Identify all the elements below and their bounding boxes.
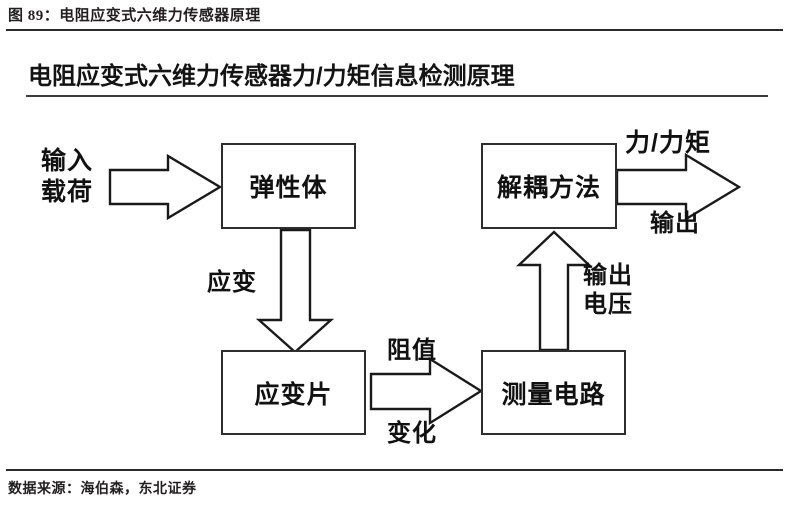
- heading-divider: [26, 95, 768, 97]
- figure-heading: 电阻应变式六维力传感器力/力矩信息检测原理: [28, 63, 515, 90]
- arrow-input-to-elastic: [108, 153, 223, 221]
- arrow-elastic-to-gauge: [255, 228, 335, 354]
- label-strain: 应变: [207, 269, 257, 296]
- label-input-load-line2: 载荷: [41, 177, 94, 206]
- node-strain-gauge[interactable]: 应变片: [221, 350, 366, 435]
- label-input-load: 输入 载荷: [41, 146, 93, 207]
- node-measuring-circuit[interactable]: 测量电路: [481, 350, 626, 435]
- label-output-voltage: 输出 电压: [583, 261, 633, 320]
- label-output: 输出: [650, 210, 700, 237]
- figure-caption: 图 89：电阻应变式六维力传感器原理: [8, 8, 261, 24]
- arrow-circuit-to-decouple: [515, 230, 593, 352]
- label-resistance-value: 阻值: [387, 337, 437, 364]
- top-divider: [6, 29, 783, 31]
- node-decoupling-method[interactable]: 解耦方法: [481, 143, 617, 229]
- label-output-voltage-line2: 电压: [583, 291, 633, 319]
- label-output-voltage-line1: 输出: [583, 262, 633, 289]
- label-force-torque: 力/力矩: [625, 129, 711, 157]
- arrow-gauge-to-circuit: [369, 356, 484, 426]
- label-change: 变化: [387, 420, 437, 447]
- label-input-load-line1: 输入: [41, 147, 94, 175]
- source-note: 数据来源：海伯森，东北证券: [8, 482, 197, 497]
- bottom-divider: [6, 469, 783, 471]
- node-elastic-body[interactable]: 弹性体: [221, 143, 356, 229]
